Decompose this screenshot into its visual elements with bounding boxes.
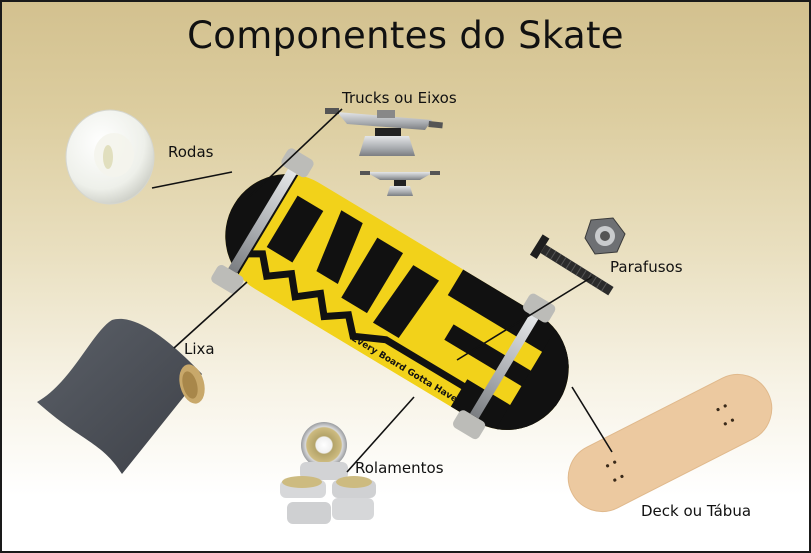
blank-deck-icon [567,373,773,513]
label-trucks: Trucks ou Eixos [342,89,457,107]
leader-line-deck [571,386,613,453]
truck-large-icon [325,108,443,156]
nut-icon [584,217,626,255]
bearings-icon [280,422,376,524]
wheel-icon [65,109,155,205]
leader-line-rolamentos [346,396,415,473]
label-rolamentos: Rolamentos [355,459,444,477]
diagram-title: Componentes do Skate [187,14,624,57]
leader-line-parafusos [456,276,593,361]
bolt-icon [529,234,614,296]
leader-line-trucks [246,108,343,200]
label-deck: Deck ou Tábua [641,502,752,520]
leader-line-lixa [173,281,248,349]
leader-line-rodas [151,171,233,189]
label-parafusos: Parafusos [610,258,683,276]
label-lixa: Lixa [184,340,215,358]
grip-tape-icon [37,318,205,474]
leader-lines [151,108,613,473]
truck-small-icon [360,171,440,196]
label-rodas: Rodas [168,143,214,161]
